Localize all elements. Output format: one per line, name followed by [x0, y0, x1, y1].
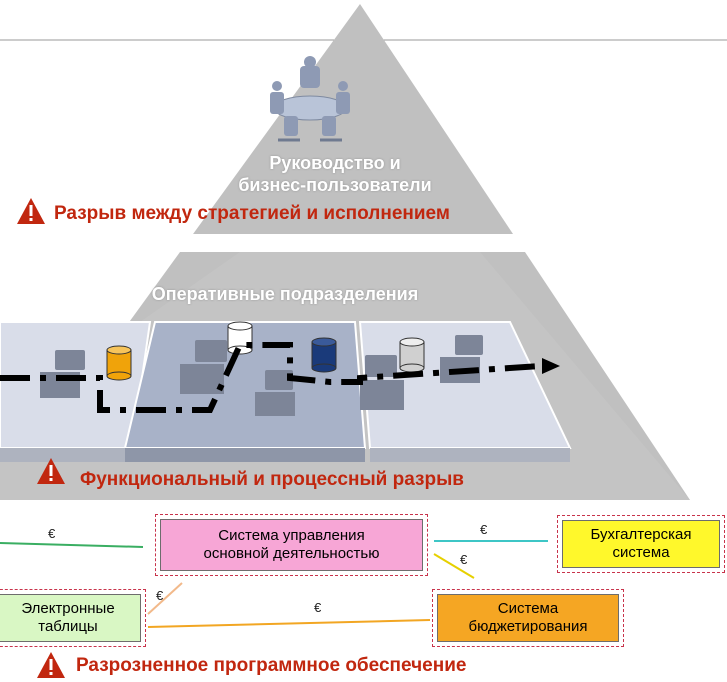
core-system-fill: Система управления основной деятельность…	[160, 519, 423, 571]
top-tier-label: Руководство и бизнес-пользователи	[150, 152, 520, 196]
connector-spreadsheets-core	[0, 542, 144, 548]
connector-spreadsheets-core-2	[147, 582, 183, 615]
warning-icon-1	[17, 198, 45, 224]
pyramid-gap-band	[0, 234, 727, 252]
top-tier-label-line2: бизнес-пользователи	[238, 175, 432, 195]
budgeting-system-line2: бюджетирования	[468, 618, 588, 635]
connector-core-accounting-2	[433, 553, 475, 579]
spreadsheets-line1: Электронные	[21, 600, 115, 617]
euro-label: €	[480, 522, 488, 537]
spreadsheets-fill: Электронные таблицы	[0, 594, 141, 642]
spreadsheets-box: Электронные таблицы	[0, 589, 146, 647]
flow-arrowhead-icon	[542, 358, 560, 374]
accounting-system-line1: Бухгалтерская	[590, 526, 692, 543]
budgeting-system-line1: Система	[497, 600, 559, 617]
accounting-system-fill: Бухгалтерская система	[562, 520, 720, 568]
middle-tier-label: Оперативные подразделения	[151, 284, 419, 304]
budgeting-system-box: Система бюджетирования	[432, 589, 624, 647]
warning-software-gap: Разрозненное программное обеспечение	[76, 655, 467, 676]
euro-label: €	[460, 552, 468, 567]
budgeting-system-fill: Система бюджетирования	[437, 594, 619, 642]
euro-label: €	[156, 588, 164, 603]
spreadsheets-line2: таблицы	[38, 618, 98, 635]
panel-center-edge	[125, 448, 365, 462]
core-system-box: Система управления основной деятельность…	[155, 514, 428, 576]
database-gray-icon	[399, 337, 425, 373]
connector-spreadsheets-budgeting	[147, 619, 431, 628]
warning-strategy-gap: Разрыв между стратегией и исполнением	[54, 203, 450, 224]
process-flow-line	[0, 342, 541, 413]
warning-functional-gap: Функциональный и процессный разрыв	[80, 469, 464, 490]
panel-right-edge	[370, 448, 570, 462]
core-system-line1: Система управления	[218, 527, 365, 544]
euro-label: €	[314, 600, 322, 615]
euro-label: €	[48, 526, 56, 541]
accounting-system-box: Бухгалтерская система	[557, 515, 725, 573]
panel-left-edge	[0, 448, 132, 462]
workstation-icon	[40, 335, 483, 416]
executives-icon	[270, 56, 350, 142]
database-orange-icon	[106, 345, 132, 381]
database-blue-icon	[311, 337, 337, 373]
core-system-line2: основной деятельностью	[203, 545, 380, 562]
warning-icon-2	[37, 458, 65, 484]
accounting-system-line2: система	[612, 544, 670, 561]
top-tier-label-line1: Руководство и	[269, 153, 401, 173]
warning-icon-3	[37, 652, 65, 678]
